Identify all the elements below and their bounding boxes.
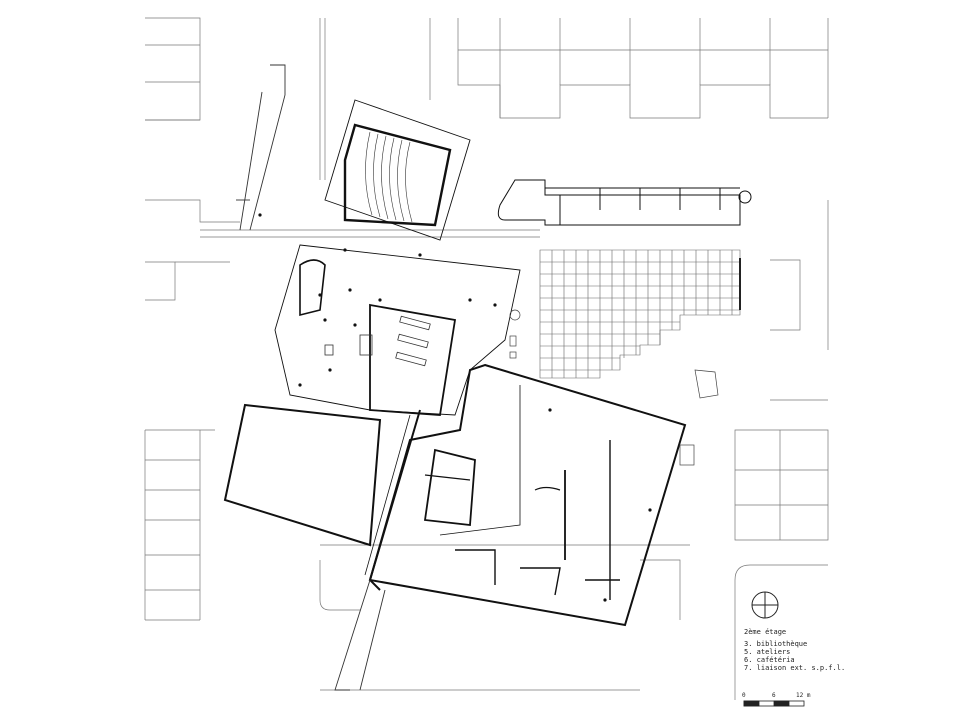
- context-buildings: [144, 17, 829, 700]
- auditorium: [324, 99, 471, 241]
- ramp-north: [236, 64, 286, 231]
- site-objects: [509, 309, 719, 466]
- scale-bar: [743, 700, 805, 707]
- main-building: [223, 244, 687, 627]
- courtyard-grid: [539, 249, 741, 379]
- library-tables: [324, 315, 431, 367]
- scale-label: 12 m: [796, 692, 811, 699]
- north-compass-icon: [751, 591, 779, 619]
- legend-item: 3. bibliothèque: [744, 640, 808, 648]
- legend: 2ème étage 3. bibliothèque 5. ateliers 6…: [744, 628, 864, 672]
- legend-item: 5. ateliers: [744, 648, 791, 656]
- legend-item: 6. cafétéria: [744, 656, 795, 664]
- ramp-south: [334, 579, 386, 691]
- scale-label: 0: [742, 692, 746, 699]
- legend-title: 2ème étage: [744, 628, 787, 636]
- scale-label: 6: [772, 692, 776, 699]
- legend-item: 7. liaison ext. s.p.f.l.: [744, 664, 846, 672]
- cafeteria-wing: [497, 179, 752, 226]
- structural-columns: [258, 213, 652, 602]
